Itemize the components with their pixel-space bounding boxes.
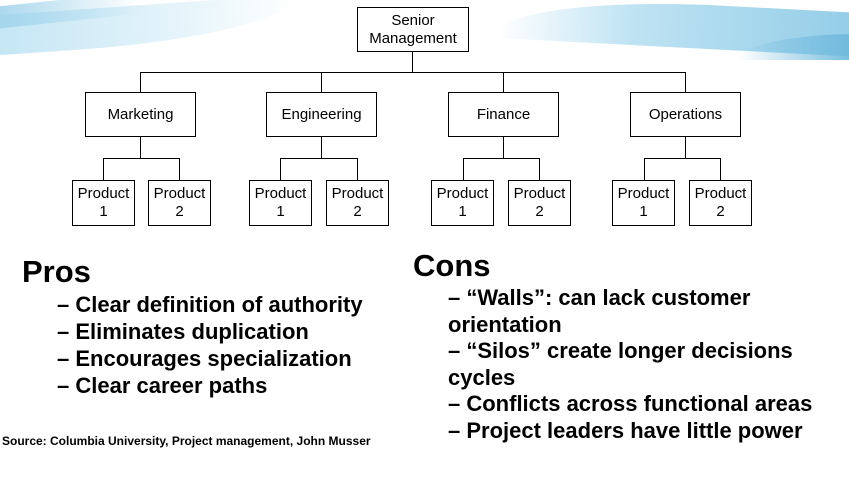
node-engineering-product-1: Product 1 <box>249 180 312 226</box>
node-operations-product-1: Product 1 <box>612 180 675 226</box>
node-marketing-product-2: Product 2 <box>148 180 211 226</box>
connector-finance-p1 <box>463 158 464 180</box>
connector-marketing <box>140 72 141 92</box>
org-chart: Senior Management Marketing Engineering … <box>72 7 752 226</box>
pros-item: – Eliminates duplication <box>57 319 309 344</box>
connector-marketing-down <box>140 136 141 158</box>
connector-operations-p1 <box>644 158 645 180</box>
connector-engineering <box>321 72 322 92</box>
node-operations-product-2: Product 2 <box>689 180 752 226</box>
connector-engineering-p2 <box>357 158 358 180</box>
pros-item: – Clear career paths <box>57 373 268 398</box>
cons-item: – Conflicts across functional areas <box>448 391 813 417</box>
connector-engineering-p1 <box>280 158 281 180</box>
connector-marketing-p1 <box>103 158 104 180</box>
connector-dept-bus <box>140 72 686 73</box>
node-finance: Finance <box>448 92 559 137</box>
node-engineering: Engineering <box>266 92 377 137</box>
connector-top <box>412 52 413 72</box>
node-finance-product-1: Product 1 <box>431 180 494 226</box>
node-senior-management: Senior Management <box>357 7 469 52</box>
node-finance-product-2: Product 2 <box>508 180 571 226</box>
node-operations: Operations <box>630 92 741 137</box>
node-marketing-product-1: Product 1 <box>72 180 135 226</box>
connector-finance-down <box>503 136 504 158</box>
pros-list: – Clear definition of authority – Elimin… <box>57 291 363 399</box>
node-marketing: Marketing <box>85 92 196 137</box>
connector-marketing-products <box>103 158 180 159</box>
cons-item: – “Silos” create longer decisions cycles <box>448 338 793 390</box>
connector-engineering-down <box>321 136 322 158</box>
connector-operations-down <box>685 136 686 158</box>
connector-finance <box>503 72 504 92</box>
connector-finance-p2 <box>539 158 540 180</box>
connector-finance-products <box>463 158 540 159</box>
pros-heading: Pros <box>22 254 91 289</box>
cons-item: – Project leaders have little power <box>448 417 803 443</box>
node-engineering-product-2: Product 2 <box>326 180 389 226</box>
cons-list: – “Walls”: can lack customer orientation… <box>448 285 848 445</box>
connector-marketing-p2 <box>179 158 180 180</box>
pros-item: – Clear definition of authority <box>57 292 363 317</box>
cons-heading: Cons <box>413 248 491 283</box>
connector-operations <box>685 72 686 92</box>
connector-operations-products <box>644 158 721 159</box>
cons-item: – “Walls”: can lack customer orientation <box>448 285 751 337</box>
source-citation: Source: Columbia University, Project man… <box>2 434 371 448</box>
connector-engineering-products <box>280 158 358 159</box>
pros-item: – Encourages specialization <box>57 346 352 371</box>
connector-operations-p2 <box>720 158 721 180</box>
